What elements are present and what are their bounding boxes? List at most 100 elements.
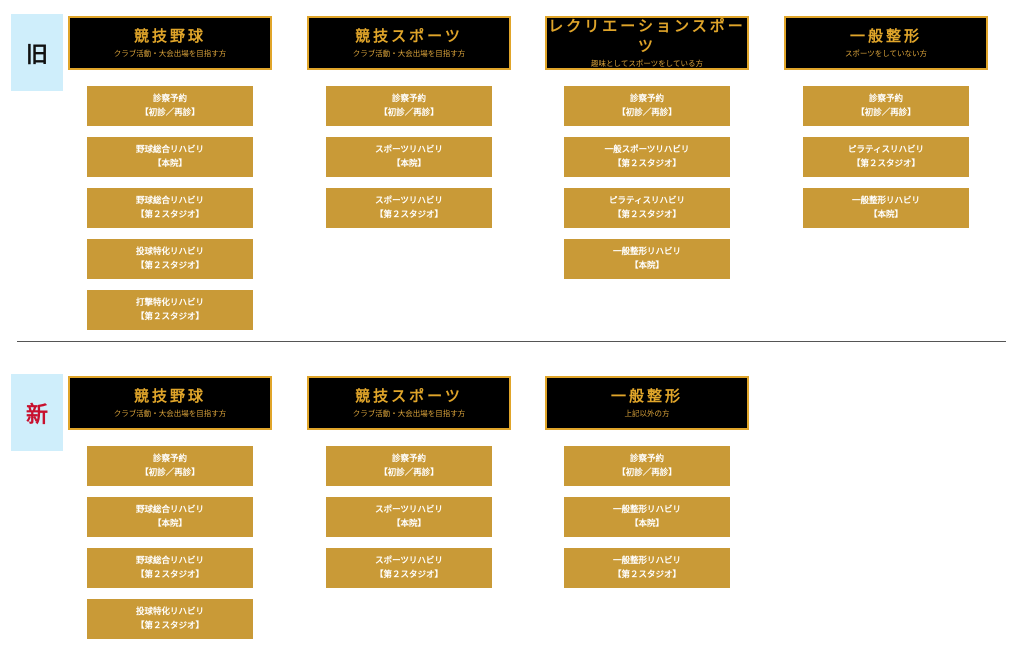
reservation-button[interactable]: 一般整形リハビリ【本院】 xyxy=(564,497,730,537)
section-divider xyxy=(17,341,1006,342)
reservation-button[interactable]: 診察予約【初診／再診】 xyxy=(326,86,492,126)
button-label: 投球特化リハビリ xyxy=(135,247,204,257)
button-sublabel: 【第２スタジオ】 xyxy=(612,159,681,169)
menu-column: レクリエーションスポーツ趣味としてスポーツをしている方診察予約【初診／再診】一般… xyxy=(545,16,749,279)
reservation-button[interactable]: 打撃特化リハビリ【第２スタジオ】 xyxy=(87,290,253,330)
button-sublabel: 【第２スタジオ】 xyxy=(374,570,443,580)
reservation-button[interactable]: 投球特化リハビリ【第２スタジオ】 xyxy=(87,239,253,279)
column-title: 競技スポーツ xyxy=(355,27,463,45)
button-sublabel: 【第２スタジオ】 xyxy=(374,210,443,220)
menu-column: 競技スポーツクラブ活動・大会出場を目指す方診察予約【初診／再診】スポーツリハビリ… xyxy=(307,376,511,588)
button-sublabel: 【初診／再診】 xyxy=(140,108,200,118)
button-sublabel: 【第２スタジオ】 xyxy=(851,159,920,169)
button-label: 野球総合リハビリ xyxy=(135,556,204,566)
button-label: スポーツリハビリ xyxy=(375,556,443,566)
column-header: 競技スポーツクラブ活動・大会出場を目指す方 xyxy=(307,376,511,430)
column-header: 一般整形上記以外の方 xyxy=(545,376,749,430)
button-label: 野球総合リハビリ xyxy=(135,196,204,206)
reservation-button[interactable]: ピラティスリハビリ【第２スタジオ】 xyxy=(564,188,730,228)
button-sublabel: 【初診／再診】 xyxy=(856,108,916,118)
reservation-button[interactable]: 野球総合リハビリ【第２スタジオ】 xyxy=(87,188,253,228)
column-subtitle: スポーツをしていない方 xyxy=(844,49,928,58)
button-sublabel: 【第２スタジオ】 xyxy=(612,570,681,580)
column-subtitle: 上記以外の方 xyxy=(624,409,670,418)
column-subtitle: クラブ活動・大会出場を目指す方 xyxy=(113,49,227,58)
column-header: 競技野球クラブ活動・大会出場を目指す方 xyxy=(68,16,272,70)
menu-column: 一般整形上記以外の方診察予約【初診／再診】一般整形リハビリ【本院】一般整形リハビ… xyxy=(545,376,749,588)
reservation-button[interactable]: 診察予約【初診／再診】 xyxy=(564,446,730,486)
reservation-button[interactable]: 診察予約【初診／再診】 xyxy=(326,446,492,486)
button-label: 診察予約 xyxy=(391,94,426,104)
button-label: 診察予約 xyxy=(152,454,187,464)
column-title: 競技スポーツ xyxy=(355,387,463,405)
button-label: ピラティスリハビリ xyxy=(609,196,685,206)
reservation-button[interactable]: 一般整形リハビリ【本院】 xyxy=(564,239,730,279)
old-tag: 旧 xyxy=(11,14,63,91)
reservation-button[interactable]: ピラティスリハビリ【第２スタジオ】 xyxy=(803,137,969,177)
button-label: 診察予約 xyxy=(152,94,187,104)
reservation-button[interactable]: スポーツリハビリ【本院】 xyxy=(326,137,492,177)
reservation-button[interactable]: スポーツリハビリ【第２スタジオ】 xyxy=(326,188,492,228)
button-label: スポーツリハビリ xyxy=(375,196,443,206)
column-subtitle: クラブ活動・大会出場を目指す方 xyxy=(352,409,466,418)
button-sublabel: 【初診／再診】 xyxy=(379,468,439,478)
new-section: 新 競技野球クラブ活動・大会出場を目指す方診察予約【初診／再診】野球総合リハビリ… xyxy=(0,360,1024,649)
button-sublabel: 【第２スタジオ】 xyxy=(135,312,204,322)
reservation-button[interactable]: 投球特化リハビリ【第２スタジオ】 xyxy=(87,599,253,639)
button-label: 診察予約 xyxy=(629,94,664,104)
reservation-button[interactable]: 野球総合リハビリ【第２スタジオ】 xyxy=(87,548,253,588)
button-sublabel: 【本院】 xyxy=(152,519,187,529)
reservation-button[interactable]: 一般整形リハビリ【本院】 xyxy=(803,188,969,228)
button-label: 一般整形リハビリ xyxy=(851,196,920,206)
reservation-button[interactable]: 一般スポーツリハビリ【第２スタジオ】 xyxy=(564,137,730,177)
reservation-button[interactable]: 診察予約【初診／再診】 xyxy=(87,86,253,126)
column-title: 一般整形 xyxy=(610,387,683,405)
button-sublabel: 【初診／再診】 xyxy=(617,108,677,118)
button-label: ピラティスリハビリ xyxy=(848,145,924,155)
reservation-button[interactable]: 診察予約【初診／再診】 xyxy=(803,86,969,126)
button-label: 投球特化リハビリ xyxy=(135,607,204,617)
button-label: 診察予約 xyxy=(391,454,426,464)
button-label: スポーツリハビリ xyxy=(375,145,443,155)
button-sublabel: 【本院】 xyxy=(629,261,664,271)
button-sublabel: 【本院】 xyxy=(391,159,426,169)
button-sublabel: 【本院】 xyxy=(391,519,426,529)
column-subtitle: クラブ活動・大会出場を目指す方 xyxy=(113,409,227,418)
button-sublabel: 【本院】 xyxy=(152,159,187,169)
button-sublabel: 【初診／再診】 xyxy=(140,468,200,478)
button-label: 一般整形リハビリ xyxy=(612,556,681,566)
button-sublabel: 【第２スタジオ】 xyxy=(135,210,204,220)
button-label: 一般整形リハビリ xyxy=(612,247,681,257)
button-sublabel: 【第２スタジオ】 xyxy=(135,261,204,271)
button-label: 野球総合リハビリ xyxy=(135,505,204,515)
reservation-button[interactable]: スポーツリハビリ【第２スタジオ】 xyxy=(326,548,492,588)
column-title: 競技野球 xyxy=(133,27,206,45)
reservation-button[interactable]: 診察予約【初診／再診】 xyxy=(564,86,730,126)
menu-column: 一般整形スポーツをしていない方診察予約【初診／再診】ピラティスリハビリ【第２スタ… xyxy=(784,16,988,228)
button-sublabel: 【初診／再診】 xyxy=(617,468,677,478)
button-sublabel: 【第２スタジオ】 xyxy=(135,570,204,580)
reservation-button[interactable]: 診察予約【初診／再診】 xyxy=(87,446,253,486)
button-label: 一般スポーツリハビリ xyxy=(604,145,690,155)
reservation-button[interactable]: スポーツリハビリ【本院】 xyxy=(326,497,492,537)
column-subtitle: 趣味としてスポーツをしている方 xyxy=(591,59,703,68)
button-label: 一般整形リハビリ xyxy=(612,505,681,515)
reservation-button[interactable]: 野球総合リハビリ【本院】 xyxy=(87,497,253,537)
reservation-button[interactable]: 一般整形リハビリ【第２スタジオ】 xyxy=(564,548,730,588)
column-title: 一般整形 xyxy=(849,27,922,45)
column-title: 競技野球 xyxy=(133,387,206,405)
button-label: 野球総合リハビリ xyxy=(135,145,204,155)
button-label: 診察予約 xyxy=(868,94,903,104)
column-header: 一般整形スポーツをしていない方 xyxy=(784,16,988,70)
menu-column: 競技野球クラブ活動・大会出場を目指す方診察予約【初診／再診】野球総合リハビリ【本… xyxy=(68,16,272,330)
reservation-button[interactable]: 野球総合リハビリ【本院】 xyxy=(87,137,253,177)
button-sublabel: 【初診／再診】 xyxy=(379,108,439,118)
new-tag: 新 xyxy=(11,374,63,451)
column-header: 競技野球クラブ活動・大会出場を目指す方 xyxy=(68,376,272,430)
button-sublabel: 【第２スタジオ】 xyxy=(612,210,681,220)
column-title: レクリエーションスポーツ xyxy=(548,17,746,55)
menu-column: 競技野球クラブ活動・大会出場を目指す方診察予約【初診／再診】野球総合リハビリ【本… xyxy=(68,376,272,639)
column-header: レクリエーションスポーツ趣味としてスポーツをしている方 xyxy=(545,16,749,70)
button-sublabel: 【本院】 xyxy=(629,519,664,529)
menu-column: 競技スポーツクラブ活動・大会出場を目指す方診察予約【初診／再診】スポーツリハビリ… xyxy=(307,16,511,228)
